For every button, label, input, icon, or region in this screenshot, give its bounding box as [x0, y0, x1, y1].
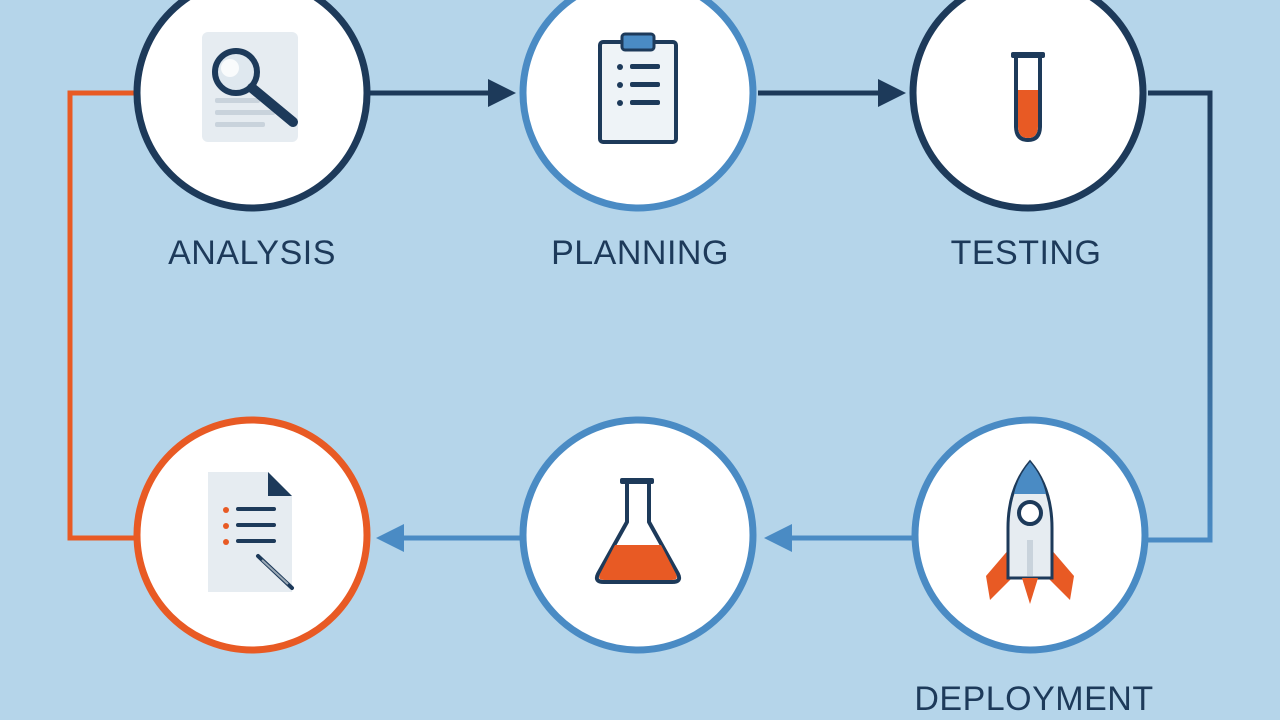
arrow-testing-to-deployment	[1148, 90, 1213, 543]
stage-testing	[909, 0, 1147, 212]
stage-experiment	[519, 416, 757, 654]
stage-documentation	[133, 416, 371, 654]
arrowhead-planning	[488, 79, 516, 107]
arrowhead-experiment	[764, 524, 792, 552]
connectors	[67, 79, 1213, 552]
stage-analysis	[133, 0, 371, 212]
deployment-label: DEPLOYMENT	[914, 680, 1154, 718]
arrowhead-documentation	[376, 524, 404, 552]
clipboard-icon	[598, 32, 678, 144]
analysis-label: ANALYSIS	[168, 234, 336, 272]
planning-label: PLANNING	[551, 234, 729, 272]
arrow-documentation-to-analysis	[67, 90, 134, 541]
arrowhead-testing	[878, 79, 906, 107]
rocket-icon	[986, 459, 1074, 604]
checklist-document-icon	[208, 472, 294, 592]
flask-icon	[594, 478, 682, 584]
test-tube-icon	[1011, 52, 1045, 143]
stage-deployment	[911, 416, 1149, 654]
stage-planning	[519, 0, 757, 212]
testing-label: TESTING	[950, 234, 1102, 272]
magnifier-document-icon	[202, 32, 298, 142]
